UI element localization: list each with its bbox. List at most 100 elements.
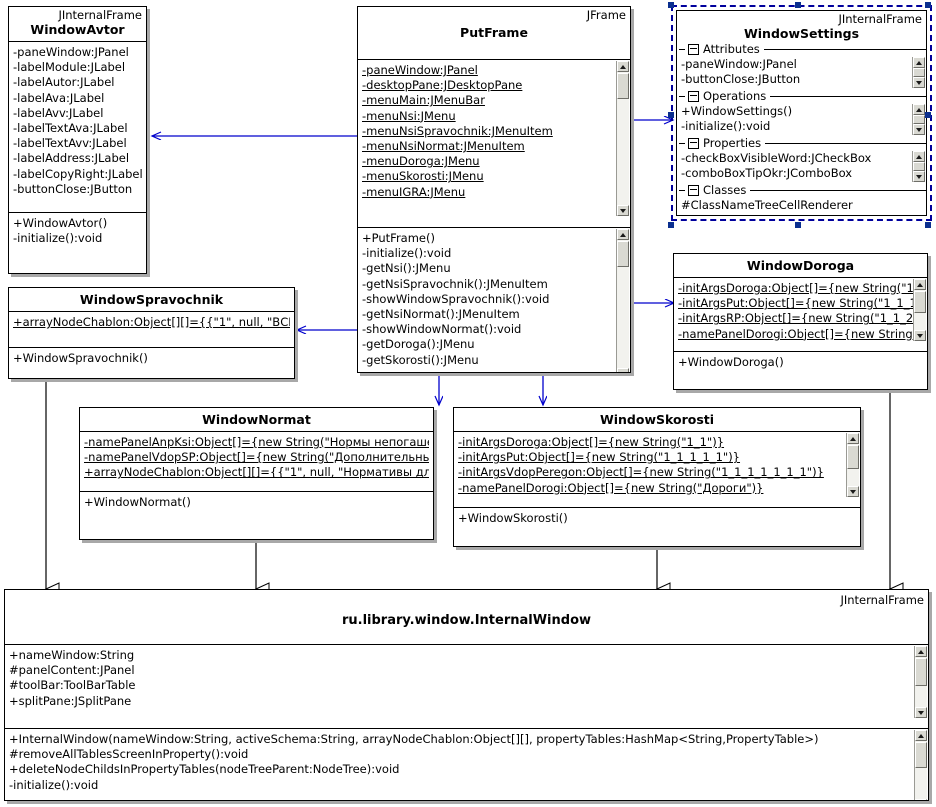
scrollbar-thumb[interactable] bbox=[913, 162, 925, 171]
class-box-windowspravochnik[interactable]: WindowSpravochnik +arrayNodeChablon:Obje… bbox=[8, 287, 295, 379]
scrollbar-windowskorosti-attributes[interactable] bbox=[846, 433, 859, 497]
scrollbar-track[interactable] bbox=[617, 72, 629, 205]
attribute-item: #panelContent:JPanel bbox=[9, 663, 135, 678]
scroll-up-button[interactable] bbox=[913, 151, 925, 162]
selection-handle-se[interactable] bbox=[925, 222, 931, 228]
operations-compartment-windowavtor[interactable]: +WindowAvtor() -initialize():void bbox=[9, 213, 146, 251]
group-label: Properties bbox=[703, 136, 762, 150]
collapse-box-icon[interactable] bbox=[688, 44, 699, 55]
scrollbar-thumb[interactable] bbox=[913, 115, 925, 124]
scrollbar-windowsettings-operations[interactable] bbox=[912, 104, 925, 135]
operations-compartment-putframe[interactable]: +PutFrame() -initialize():void -getNsi()… bbox=[358, 228, 630, 372]
class-box-internalwindow[interactable]: JInternalFrame ru.library.window.Interna… bbox=[4, 589, 929, 801]
class-box-putframe[interactable]: JFrame PutFrame -paneWindow:JPanel -desk… bbox=[357, 6, 631, 373]
attributes-compartment-windowspravochnik[interactable]: +arrayNodeChablon:Object[][]={{"1", null… bbox=[9, 312, 294, 348]
scroll-up-button[interactable] bbox=[915, 646, 927, 657]
scroll-up-button[interactable] bbox=[914, 279, 926, 290]
attribute-item: -paneWindow:JPanel bbox=[362, 63, 478, 77]
scrollbar-thumb[interactable] bbox=[915, 658, 927, 686]
scrollbar-track[interactable] bbox=[617, 240, 629, 368]
scrollbar-thumb[interactable] bbox=[915, 742, 927, 768]
classes-compartment-windowsettings[interactable]: #ClassNameTreeCellRenderer bbox=[677, 198, 926, 214]
collapse-box-icon[interactable] bbox=[688, 138, 699, 149]
class-box-windowskorosti[interactable]: WindowSkorosti -initArgsDoroga:Object[]=… bbox=[453, 407, 861, 547]
scrollbar-windowsettings-attributes[interactable] bbox=[912, 57, 925, 88]
scroll-down-button[interactable] bbox=[914, 330, 926, 341]
scroll-down-button[interactable] bbox=[913, 77, 925, 88]
selection-handle-s[interactable] bbox=[795, 222, 801, 228]
scrollbar-thumb[interactable] bbox=[617, 241, 629, 267]
operation-item: -showWindowNormat():void bbox=[362, 322, 522, 337]
operation-item: -getNsiSpravochnik():JMenuItem bbox=[362, 276, 548, 291]
class-box-windowdoroga[interactable]: WindowDoroga -initArgsDoroga:Object[]={n… bbox=[673, 253, 928, 390]
scroll-down-button[interactable] bbox=[617, 205, 629, 216]
attributes-compartment-putframe[interactable]: -paneWindow:JPanel -desktopPane:JDesktop… bbox=[358, 60, 630, 228]
scrollbar-thumb[interactable] bbox=[914, 291, 926, 313]
selection-handle-e[interactable] bbox=[925, 112, 931, 118]
class-header-windowskorosti: WindowSkorosti bbox=[454, 408, 860, 432]
operation-item: -showWindowSpravochnik():void bbox=[362, 291, 550, 306]
collapse-box-icon[interactable] bbox=[688, 91, 699, 102]
class-box-windownormat[interactable]: WindowNormat -namePanelAnpKsi:Object[]={… bbox=[79, 407, 434, 540]
operation-item: +InternalWindow(nameWindow:String, activ… bbox=[9, 732, 819, 746]
scroll-up-button[interactable] bbox=[847, 433, 859, 444]
operations-compartment-windowsettings[interactable]: +WindowSettings() -initialize():void bbox=[677, 104, 926, 136]
selection-handle-n[interactable] bbox=[795, 2, 801, 8]
attribute-item: -menuNsi:JMenu bbox=[362, 108, 456, 123]
scroll-up-button[interactable] bbox=[617, 61, 629, 72]
attribute-item: -menuIGRA:JMenu bbox=[362, 184, 466, 199]
collapse-box-icon[interactable] bbox=[688, 185, 699, 196]
scrollbar-windowdoroga-attributes[interactable] bbox=[913, 279, 926, 341]
attributes-compartment-windowsettings[interactable]: -paneWindow:JPanel -buttonClose:JButton bbox=[677, 57, 926, 89]
class-stereotype: JInternalFrame bbox=[840, 593, 924, 607]
group-label: Classes bbox=[703, 183, 747, 197]
scroll-up-button[interactable] bbox=[617, 229, 629, 240]
scrollbar-putframe-attributes[interactable] bbox=[616, 61, 629, 216]
group-header-classes[interactable]: Classes bbox=[677, 183, 926, 198]
properties-compartment-windowsettings[interactable]: -checkBoxVisibleWord:JCheckBox -comboBox… bbox=[677, 151, 926, 183]
group-dash bbox=[679, 49, 685, 50]
selection-handle-sw[interactable] bbox=[668, 222, 674, 228]
scrollbar-windowsettings-properties[interactable] bbox=[912, 151, 925, 182]
selection-handle-ne[interactable] bbox=[925, 2, 931, 8]
scroll-down-button[interactable] bbox=[847, 486, 859, 497]
attribute-item: -labelTextAva:JLabel bbox=[13, 121, 128, 136]
scroll-up-button[interactable] bbox=[913, 104, 925, 115]
group-header-attributes[interactable]: Attributes bbox=[677, 42, 926, 57]
scroll-down-button[interactable] bbox=[915, 707, 927, 718]
scrollbar-thumb[interactable] bbox=[847, 445, 859, 469]
class-box-windowavtor[interactable]: JInternalFrame WindowAvtor -paneWindow:J… bbox=[8, 6, 147, 274]
operations-compartment-internalwindow[interactable]: +InternalWindow(nameWindow:String, activ… bbox=[5, 729, 928, 800]
operations-compartment-windowskorosti[interactable]: +WindowSkorosti() bbox=[454, 508, 860, 531]
group-header-properties[interactable]: Properties bbox=[677, 136, 926, 151]
group-header-operations[interactable]: Operations bbox=[677, 89, 926, 104]
selection-handle-w[interactable] bbox=[668, 112, 674, 118]
operation-item: -initialize():void bbox=[681, 119, 771, 134]
selection-handle-nw[interactable] bbox=[668, 2, 674, 8]
class-box-windowsettings[interactable]: JInternalFrame WindowSettings Attributes… bbox=[671, 5, 932, 221]
attributes-compartment-windownormat[interactable]: -namePanelAnpKsi:Object[]={new String("Н… bbox=[80, 432, 433, 492]
attribute-item: -paneWindow:JPanel bbox=[681, 57, 797, 71]
scrollbar-internalwindow-operations[interactable] bbox=[914, 730, 927, 800]
scroll-down-button[interactable] bbox=[915, 799, 927, 800]
scroll-down-button[interactable] bbox=[617, 368, 629, 372]
attributes-compartment-windowavtor[interactable]: -paneWindow:JPanel -labelModule:JLabel -… bbox=[9, 42, 146, 213]
scroll-up-button[interactable] bbox=[915, 730, 927, 741]
attributes-compartment-windowdoroga[interactable]: -initArgsDoroga:Object[]={new String("1_… bbox=[674, 278, 927, 352]
attributes-compartment-windowskorosti[interactable]: -initArgsDoroga:Object[]={new String("1_… bbox=[454, 432, 860, 508]
scrollbar-internalwindow-attributes[interactable] bbox=[914, 646, 927, 718]
scroll-down-button[interactable] bbox=[913, 171, 925, 182]
attribute-item: -labelTextAvv:JLabel bbox=[13, 136, 127, 151]
scroll-down-button[interactable] bbox=[913, 124, 925, 135]
operations-compartment-windownormat[interactable]: +WindowNormat() bbox=[80, 492, 433, 515]
scrollbar-thumb[interactable] bbox=[913, 68, 925, 77]
scroll-up-button[interactable] bbox=[913, 57, 925, 68]
operations-compartment-windowdoroga[interactable]: +WindowDoroga() bbox=[674, 352, 927, 375]
scrollbar-thumb[interactable] bbox=[617, 73, 629, 99]
scrollbar-putframe-operations[interactable] bbox=[616, 229, 629, 372]
attribute-item: -menuDoroga:JMenu bbox=[362, 154, 480, 169]
operations-compartment-windowspravochnik[interactable]: +WindowSpravochnik() bbox=[9, 348, 294, 371]
attributes-compartment-internalwindow[interactable]: +nameWindow:String #panelContent:JPanel … bbox=[5, 645, 928, 729]
class-stereotype: JInternalFrame bbox=[838, 12, 922, 26]
